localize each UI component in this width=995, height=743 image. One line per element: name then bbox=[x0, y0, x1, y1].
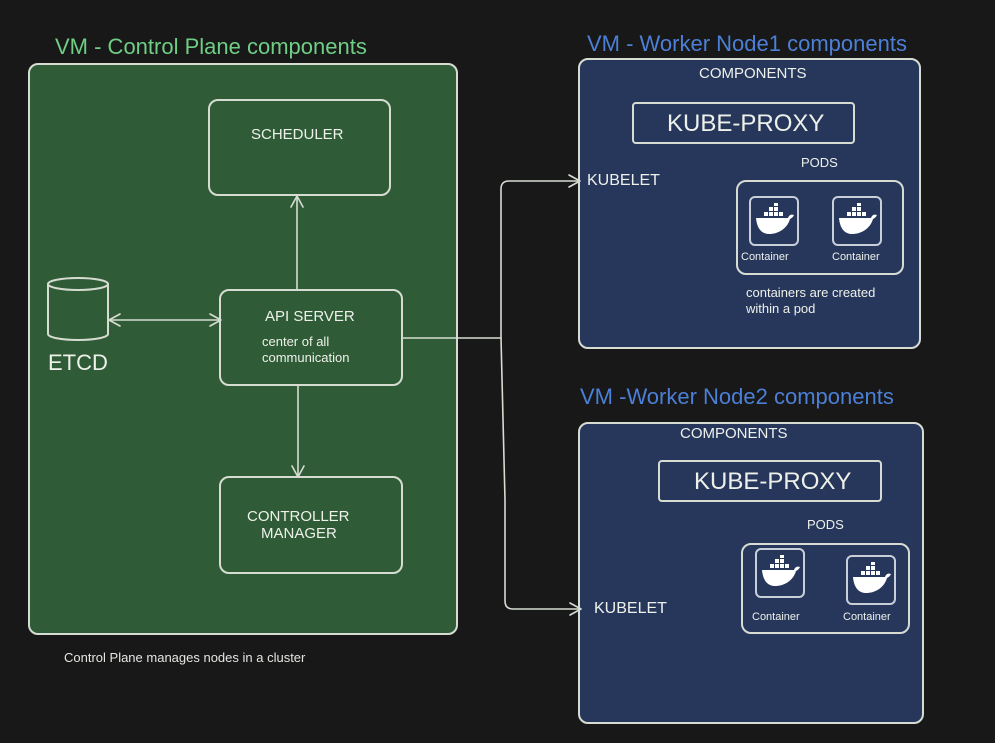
worker-node1-container-1-label: Container bbox=[741, 251, 789, 263]
worker-node1-pods-label: PODS bbox=[801, 155, 838, 170]
worker-node1-pod-box[interactable] bbox=[736, 180, 904, 275]
controller-manager-line2: MANAGER bbox=[261, 525, 337, 542]
docker-whale-icon bbox=[762, 555, 800, 586]
api-server-box[interactable]: API SERVER center of all communication bbox=[219, 289, 403, 386]
worker-node1-container-1[interactable] bbox=[749, 196, 799, 246]
worker-node2-container-1-label: Container bbox=[752, 611, 800, 623]
worker-node2-container-2-label: Container bbox=[843, 611, 891, 623]
api-server-desc-1: center of all bbox=[262, 334, 330, 349]
etcd-label: ETCD bbox=[48, 350, 108, 375]
control-plane-title: VM - Control Plane components bbox=[55, 34, 367, 59]
worker-node2-title: VM -Worker Node2 components bbox=[580, 384, 894, 409]
worker-node2-kube-proxy-label: KUBE-PROXY bbox=[694, 468, 852, 495]
worker-node2-container-2[interactable] bbox=[846, 555, 896, 605]
control-plane-panel bbox=[28, 63, 458, 635]
worker-node2-pods-label: PODS bbox=[807, 517, 844, 532]
worker-node1-container-2[interactable] bbox=[832, 196, 882, 246]
worker-node1-note-line2: within a pod bbox=[746, 301, 816, 316]
api-server-desc-2: communication bbox=[262, 350, 350, 365]
docker-whale-icon bbox=[756, 203, 794, 234]
worker-node1-components-label: COMPONENTS bbox=[699, 65, 807, 82]
worker-node2-container-1[interactable] bbox=[755, 548, 805, 598]
worker-node2-pod-box[interactable] bbox=[741, 543, 910, 634]
worker-node1-kube-proxy-box[interactable]: KUBE-PROXY bbox=[632, 102, 855, 144]
controller-manager-box[interactable]: CONTROLLER MANAGER bbox=[219, 476, 403, 574]
docker-whale-icon bbox=[853, 562, 891, 593]
worker-node1-note-line1: containers are created bbox=[746, 285, 876, 300]
scheduler-box[interactable]: SCHEDULER bbox=[208, 99, 391, 196]
control-plane-caption: Control Plane manages nodes in a cluster bbox=[64, 650, 306, 665]
worker-node1-kubelet-label[interactable]: KUBELET bbox=[587, 172, 660, 189]
etcd-database-icon[interactable] bbox=[46, 276, 110, 342]
controller-manager-line1: CONTROLLER bbox=[247, 508, 350, 525]
docker-whale-icon bbox=[839, 203, 877, 234]
worker-node1-container-2-label: Container bbox=[832, 251, 880, 263]
worker-node2-kube-proxy-box[interactable]: KUBE-PROXY bbox=[658, 460, 882, 502]
worker-node2-components-label: COMPONENTS bbox=[680, 425, 788, 442]
worker-node1-kube-proxy-label: KUBE-PROXY bbox=[667, 110, 825, 137]
scheduler-label: SCHEDULER bbox=[251, 126, 344, 143]
worker-node2-kubelet-label[interactable]: KUBELET bbox=[594, 600, 667, 617]
worker-node1-title: VM - Worker Node1 components bbox=[587, 31, 907, 56]
api-server-label: API SERVER bbox=[265, 308, 355, 325]
